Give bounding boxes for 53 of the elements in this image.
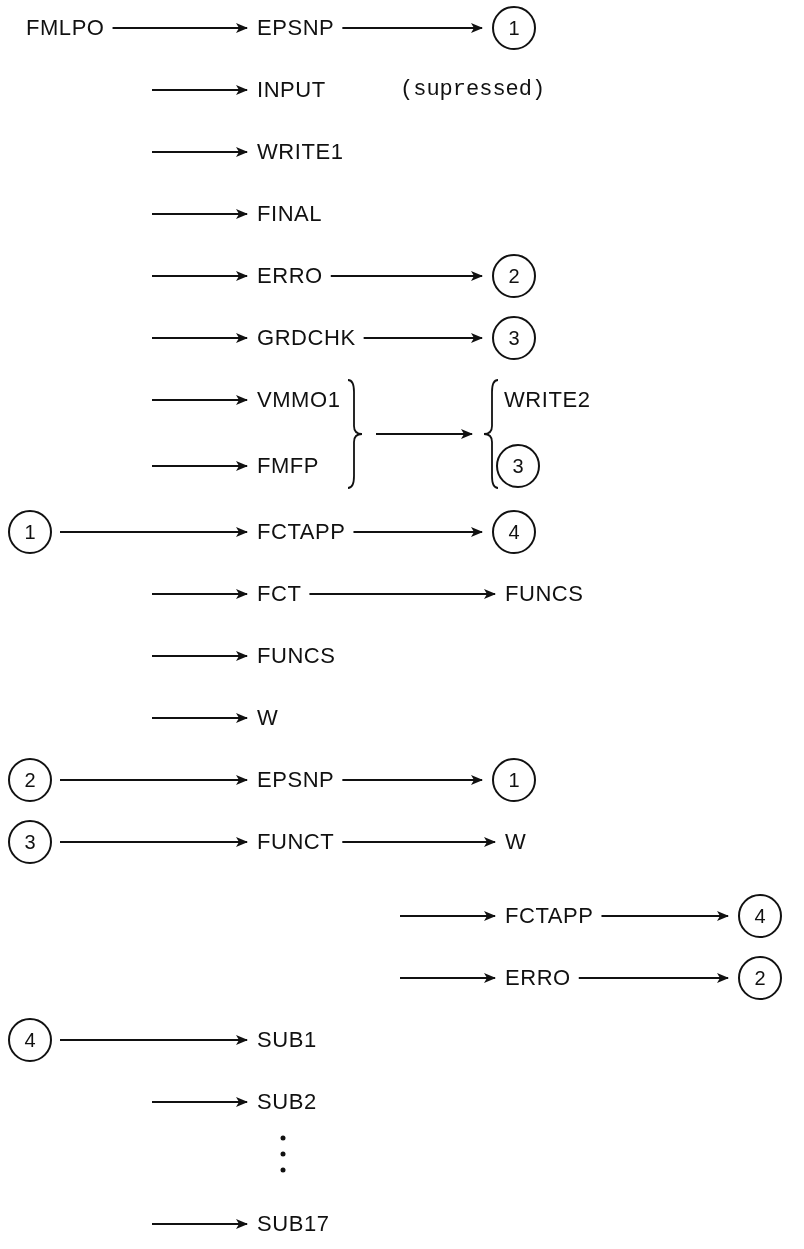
routine-name: ERRO bbox=[257, 265, 323, 287]
arrow bbox=[152, 271, 248, 281]
routine-name: FCT bbox=[257, 583, 302, 605]
routine-name: FINAL bbox=[257, 203, 323, 225]
routine-name: SUB1 bbox=[257, 1029, 317, 1051]
arrow bbox=[112, 23, 248, 33]
arrow bbox=[152, 651, 248, 661]
arrow bbox=[330, 271, 483, 281]
routine-name: SUB17 bbox=[257, 1213, 330, 1235]
arrow bbox=[152, 713, 248, 723]
arrow bbox=[342, 23, 483, 33]
note-text: (supressed) bbox=[400, 79, 546, 101]
routine-name: EPSNP bbox=[257, 17, 335, 39]
arrow bbox=[400, 911, 496, 921]
routine-name: FUNCS bbox=[505, 583, 584, 605]
routine-name: FCTAPP bbox=[257, 521, 346, 543]
arrow bbox=[342, 837, 496, 847]
arrow bbox=[353, 527, 483, 537]
routine-name: FUNCS bbox=[257, 645, 336, 667]
arrow bbox=[152, 1219, 248, 1229]
arrow bbox=[60, 775, 248, 785]
arrow bbox=[152, 147, 248, 157]
arrow bbox=[152, 1097, 248, 1107]
routine-name: FMFP bbox=[257, 455, 320, 477]
arrow bbox=[152, 85, 248, 95]
routine-name: W bbox=[505, 831, 527, 853]
arrow bbox=[152, 333, 248, 343]
arrow bbox=[60, 1035, 248, 1045]
arrow bbox=[309, 589, 496, 599]
routine-name: WRITE1 bbox=[257, 141, 344, 163]
arrow bbox=[363, 333, 483, 343]
arrow bbox=[578, 973, 729, 983]
routine-name: W bbox=[257, 707, 279, 729]
arrow bbox=[152, 461, 248, 471]
routine-name: FMLPO bbox=[26, 17, 105, 39]
arrow bbox=[152, 395, 248, 405]
routine-name: ERRO bbox=[505, 967, 571, 989]
arrow bbox=[376, 429, 473, 439]
arrow bbox=[400, 973, 496, 983]
arrow bbox=[342, 775, 483, 785]
routine-name: SUB2 bbox=[257, 1091, 317, 1113]
routine-name: GRDCHK bbox=[257, 327, 356, 349]
routine-name: VMMO1 bbox=[257, 389, 341, 411]
routine-name: WRITE2 bbox=[504, 389, 591, 411]
routine-name: INPUT bbox=[257, 79, 326, 101]
arrow bbox=[152, 589, 248, 599]
arrow bbox=[601, 911, 729, 921]
routine-name: FUNCT bbox=[257, 831, 335, 853]
arrow bbox=[60, 837, 248, 847]
arrow bbox=[60, 527, 248, 537]
routine-name: FCTAPP bbox=[505, 905, 594, 927]
arrow bbox=[152, 209, 248, 219]
routine-name: EPSNP bbox=[257, 769, 335, 791]
